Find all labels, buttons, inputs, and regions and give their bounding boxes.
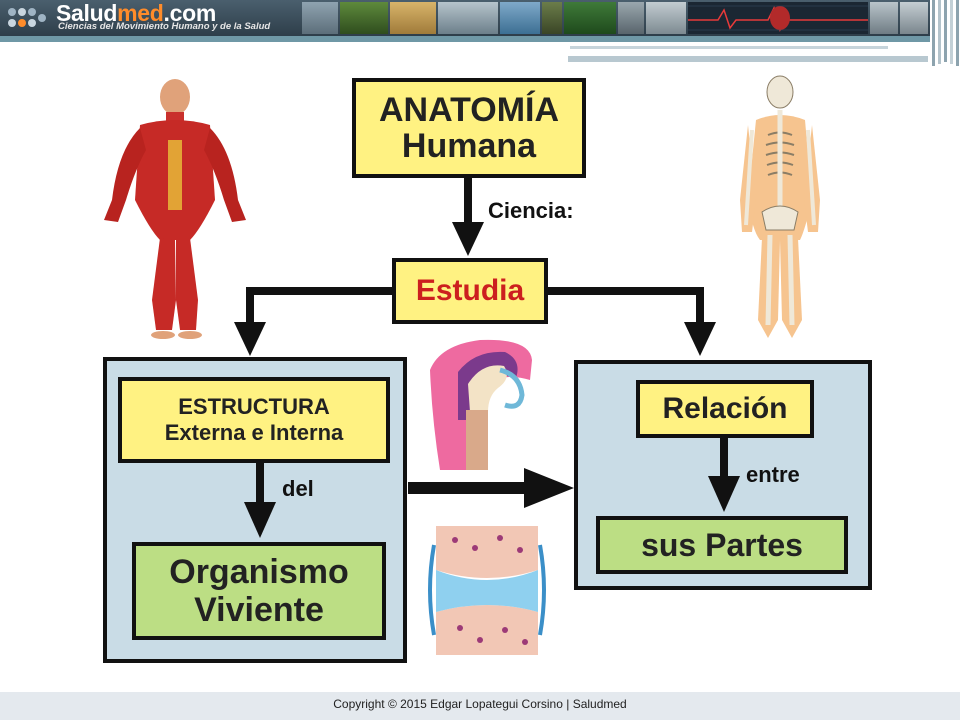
banner-photo-runners: [340, 2, 388, 34]
banner-ecg-heart: [688, 2, 868, 34]
skeleton-body-illustration: [740, 75, 820, 338]
label-entre: entre: [746, 462, 800, 487]
parts-box: sus Partes: [596, 516, 848, 574]
banner-photo-beach: [390, 2, 436, 34]
header-underline: [0, 36, 936, 42]
arrow-studies-to-relation: [548, 287, 716, 356]
arrow-studies-to-structure: [234, 287, 392, 356]
muscle-body-illustration: [104, 79, 246, 339]
studies-label: Estudia: [415, 274, 525, 307]
studies-box: Estudia: [392, 258, 548, 324]
saludmed-logo[interactable]: Saludmed.com Ciencias del Movimiento Hum…: [0, 0, 330, 36]
banner-photo-treadmill: [302, 2, 338, 34]
banner-photo-runner-right: [870, 2, 898, 34]
arrow-title-to-studies: [452, 178, 484, 256]
structure-line2: Externa e Interna: [164, 420, 344, 445]
anatomy-title-box: ANATOMÍA Humana: [352, 78, 586, 178]
banner-photo-stretch: [564, 2, 616, 34]
logo-dots-icon: [8, 8, 46, 27]
organism-line1: Organismo: [169, 553, 349, 591]
anatomy-title-line1: ANATOMÍA: [378, 91, 560, 129]
header-rule-thin: [570, 46, 888, 49]
banner-photo-walker-right: [900, 2, 928, 34]
knee-joint-illustration: [428, 522, 546, 656]
parts-label: sus Partes: [641, 526, 803, 563]
arrow-structure-panel-to-relation-panel: [408, 468, 574, 508]
footer-bar: [0, 692, 960, 720]
banner-photo-walkers: [646, 2, 686, 34]
header-banner: Saludmed.com Ciencias del Movimiento Hum…: [0, 0, 960, 36]
relation-box: Relación: [636, 380, 814, 438]
structure-box: ESTRUCTURA Externa e Interna: [118, 377, 390, 463]
banner-photo-bike: [618, 2, 644, 34]
logo-wordmark: Saludmed.com: [56, 0, 217, 26]
banner-photo-team: [438, 2, 498, 34]
banner-photo-jump: [500, 2, 540, 34]
banner-photo-lifter: [542, 2, 562, 34]
shoulder-joint-illustration: [422, 338, 532, 470]
copyright-text: Copyright © 2015 Edgar Lopategui Corsino…: [333, 697, 627, 711]
header-corner-stripes: [930, 0, 960, 68]
logo-tagline: Ciencias del Movimiento Humano y de la S…: [58, 21, 271, 32]
organism-line2: Viviente: [194, 591, 324, 629]
anatomy-title-line2: Humana: [401, 127, 537, 165]
relation-label: Relación: [662, 392, 788, 425]
header-rule-thick: [568, 56, 928, 62]
structure-line1: ESTRUCTURA: [178, 394, 330, 419]
label-ciencia: Ciencia:: [488, 198, 574, 223]
label-del: del: [282, 476, 314, 501]
organism-box: Organismo Viviente: [132, 542, 386, 640]
